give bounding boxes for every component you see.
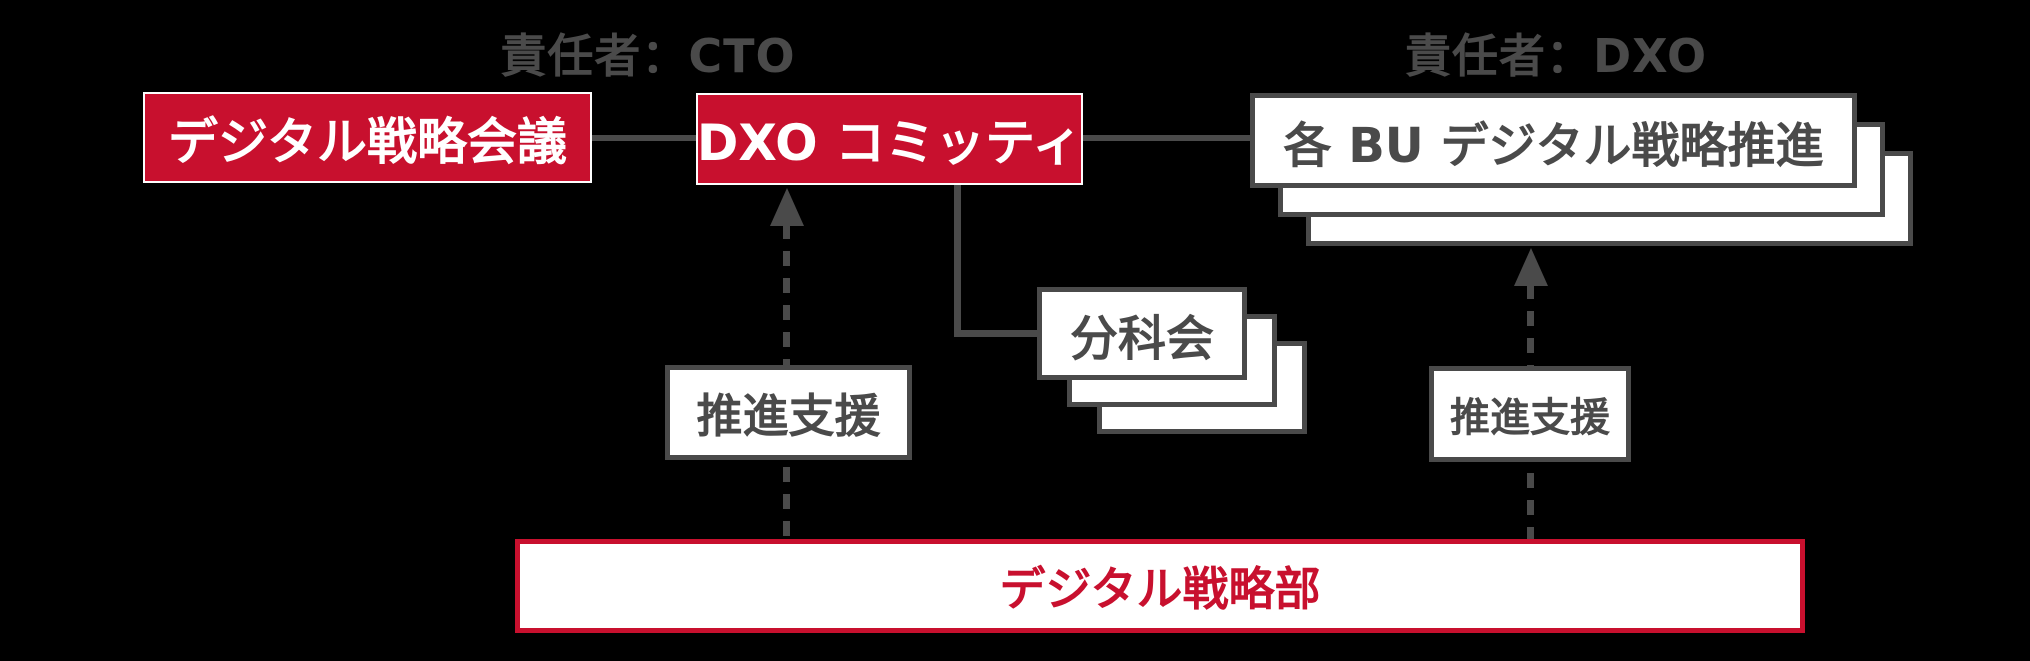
subcommittee-label: 分科会 [1069,310,1214,367]
connector-committee-subcommittee-horizontal [954,330,1044,337]
responsible-cto-label: 責任者：CTO [500,29,796,83]
support-arrow-left-head arrow-up-icon [770,188,804,226]
digital-strategy-dept-label: デジタル戦略部 [999,562,1321,616]
subcommittee-box: 分科会 [1037,287,1247,380]
support-right-label: 推進支援 [1450,395,1610,441]
support-arrow-right-head arrow-up-icon [1514,248,1548,286]
bu-digital-strategy-label: 各 BU デジタル戦略推進 [1283,117,1824,174]
support-left-box: 推進支援 [665,365,912,460]
support-left-label: 推進支援 [696,388,881,443]
responsible-dxo-label: 責任者：DXO [1404,29,1708,83]
connector-committee-bu [1081,135,1252,141]
support-right-box: 推進支援 [1429,366,1631,462]
digital-strategy-meeting-box: デジタル戦略会議 [143,92,592,183]
digital-strategy-dept-box: デジタル戦略部 [515,539,1805,633]
connector-committee-subcommittee-vertical [954,185,961,337]
connector-meeting-committee [590,135,698,141]
dxo-committee-box: DXO コミッティ [696,93,1083,185]
dxo-committee-label: DXO コミッティ [696,114,1083,172]
bu-digital-strategy-box: 各 BU デジタル戦略推進 [1250,93,1857,188]
digital-strategy-meeting-label: デジタル戦略会議 [168,112,567,171]
